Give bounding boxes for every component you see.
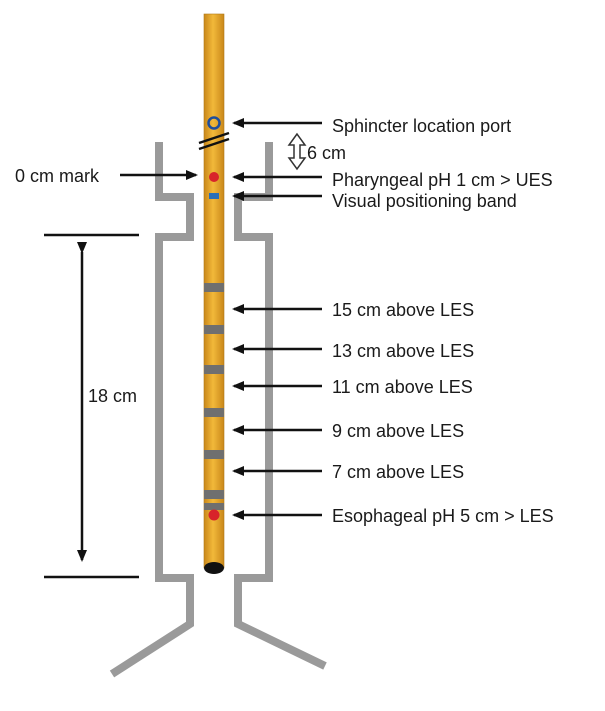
label-visual-band: Visual positioning band — [332, 191, 517, 211]
label-7cm: 7 cm above LES — [332, 462, 464, 482]
catheter-bands — [204, 283, 224, 510]
label-15cm: 15 cm above LES — [332, 300, 474, 320]
break-mark — [198, 131, 230, 151]
label-eighteen-cm: 18 cm — [88, 386, 137, 406]
label-11cm: 11 cm above LES — [332, 377, 473, 397]
label-zero-cm-mark: 0 cm mark — [15, 166, 100, 186]
visual-positioning-band — [209, 193, 219, 199]
label-pharyngeal-ph: Pharyngeal pH 1 cm > UES — [332, 170, 553, 190]
pharyngeal-ph-sensor — [209, 172, 219, 182]
esophageal-ph-sensor — [208, 509, 220, 521]
label-esophageal-ph: Esophageal pH 5 cm > LES — [332, 506, 554, 526]
eighteen-cm-dimension — [44, 233, 139, 579]
sphincter-port-ring — [207, 116, 221, 130]
label-9cm: 9 cm above LES — [332, 421, 464, 441]
right-wall — [234, 142, 327, 670]
label-sphincter-port: Sphincter location port — [332, 116, 511, 136]
catheter-tip — [204, 562, 224, 574]
label-13cm: 13 cm above LES — [332, 341, 474, 361]
left-wall — [109, 142, 194, 678]
six-cm-dimension-icon — [287, 132, 307, 171]
label-six-cm: 6 cm — [307, 143, 346, 163]
label-arrows — [120, 118, 322, 520]
